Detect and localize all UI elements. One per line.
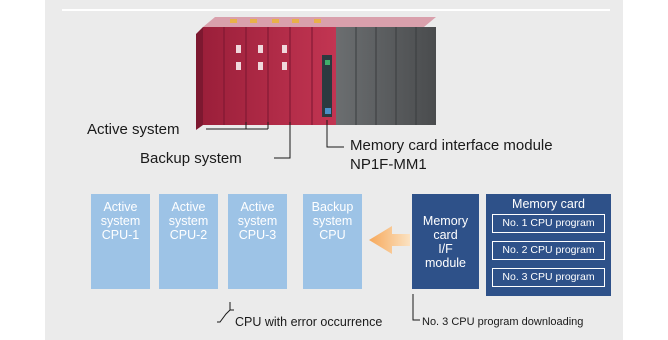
download-note: No. 3 CPU program downloading — [422, 316, 584, 328]
memory-card-title: Memory card — [512, 197, 585, 211]
error-note: CPU with error occurrence — [235, 315, 383, 329]
plc-hardware-image — [196, 17, 436, 130]
error-leader — [217, 302, 234, 323]
active-system-leader — [206, 122, 269, 130]
module-label-model: NP1F-MM1 — [350, 156, 427, 173]
cpu-program-1: No. 1 CPU program — [492, 214, 605, 233]
active-system-label: Active system — [87, 121, 180, 138]
backup-system-label: Backup system — [140, 150, 242, 167]
backup-system-leader — [274, 122, 291, 159]
cpu-program-3: No. 3 CPU program — [492, 268, 605, 287]
divider-line — [62, 9, 610, 11]
module-label-title: Memory card interface module — [350, 137, 553, 154]
cpu-program-2: No. 2 CPU program — [492, 241, 605, 260]
memory-card-box: Memory card No. 1 CPU program No. 2 CPU … — [486, 194, 611, 296]
download-leader — [412, 294, 420, 321]
download-arrow — [369, 226, 410, 254]
module-leader — [326, 120, 344, 148]
